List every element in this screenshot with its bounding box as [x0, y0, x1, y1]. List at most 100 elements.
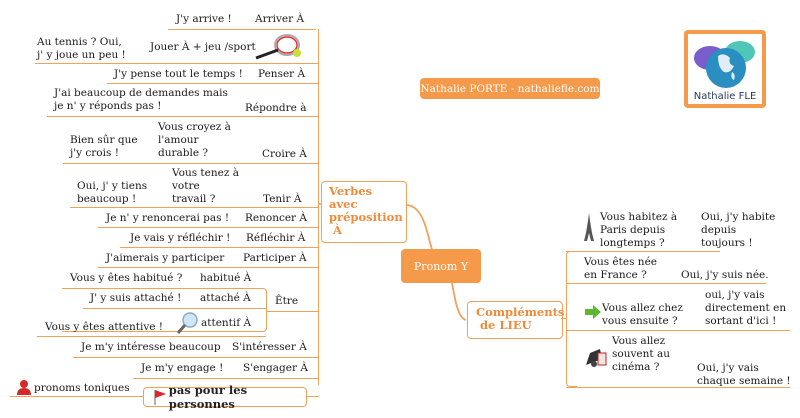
- line-penser: [107, 83, 318, 84]
- node-pas-pour-les-personnes[interactable]: pas pour les personnes: [143, 383, 307, 411]
- verb-jouer[interactable]: Jouer À + jeu /sport: [150, 41, 256, 53]
- cinema-camera-icon: [586, 349, 607, 367]
- verb-croire[interactable]: Croire À: [262, 148, 307, 160]
- question-cinema-3: cinéma ?: [612, 361, 660, 373]
- example-arriver: J'y arrive !: [176, 13, 232, 25]
- answer-paris-3: toujours !: [701, 237, 753, 249]
- eiffel-tower-icon: [584, 213, 594, 241]
- magnifier-icon: [176, 312, 198, 334]
- example-jouer-2: j' y joue un peu !: [37, 49, 126, 61]
- question-paris-3: longtemps ?: [600, 237, 665, 249]
- person-icon: [17, 380, 31, 395]
- verb-attache[interactable]: attaché À: [200, 292, 251, 304]
- example-jouer-1: Au tennis ? Oui,: [37, 36, 122, 48]
- green-arrow-icon: [585, 305, 601, 319]
- line-engager: [133, 378, 318, 379]
- verb-arriver[interactable]: Arriver À: [255, 13, 305, 25]
- example-attentif: Vous y êtes attentive !: [45, 321, 164, 333]
- lieu-bracket: [566, 251, 577, 387]
- question-cinema-1: Vous allez: [612, 335, 666, 347]
- verb-attentif[interactable]: attentif À: [201, 317, 252, 329]
- example-reflechir: Je vais y réfléchir !: [130, 232, 231, 244]
- author-credit[interactable]: Nathalie PORTE - nathaliefle.com: [420, 78, 600, 99]
- verb-repondre[interactable]: Répondre à: [245, 102, 307, 114]
- red-flag-icon: [154, 390, 166, 405]
- line-croire: [63, 163, 318, 164]
- line-tenir: [70, 207, 318, 208]
- example-repondre-2: je n' y réponds pas !: [54, 100, 162, 112]
- answer-paris-2: depuis: [701, 224, 737, 236]
- verb-reflechir[interactable]: Réfléchir À: [246, 232, 306, 244]
- branch-lieu-title: Compléments de LIEU: [476, 306, 564, 332]
- verb-interesser[interactable]: S'intéresser À: [232, 341, 307, 353]
- question-croire-3: durable ?: [158, 147, 209, 159]
- title-line: préposition: [329, 210, 403, 224]
- branch-lieu[interactable]: Compléments de LIEU: [467, 301, 564, 339]
- answer-chez-1: oui, j'y vais: [705, 289, 765, 301]
- tennis-racket-icon: [255, 34, 301, 60]
- question-tenir-1: Vous tenez à: [172, 167, 239, 179]
- branch-verbes[interactable]: Verbes avec préposition À: [321, 181, 407, 243]
- example-tenir-1: Oui, j' y tiens: [77, 180, 148, 192]
- title-line: de LIEU: [476, 318, 532, 332]
- verb-penser[interactable]: Penser À: [258, 68, 306, 80]
- title-line: Compléments: [476, 305, 565, 319]
- example-tenir-2: beaucoup !: [77, 193, 137, 205]
- line-interesser: [73, 357, 318, 358]
- answer-chez-2: directement en: [705, 302, 787, 314]
- example-pronoms-toniques: pronoms toniques: [34, 382, 130, 394]
- question-france-1: Vous êtes née: [584, 256, 657, 268]
- verbes-trunk-line: [318, 29, 319, 385]
- question-chez-1: Vous allez chez: [602, 302, 683, 314]
- line-pronoms-toniques: [10, 396, 143, 397]
- line-repondre: [47, 116, 318, 117]
- line-france: [566, 283, 766, 284]
- line-cinema: [566, 387, 790, 388]
- line-attache: [83, 308, 266, 309]
- verb-engager[interactable]: S'engager À: [243, 362, 308, 374]
- line-habitue: [62, 288, 262, 289]
- question-france-2: en France ?: [584, 269, 647, 281]
- verb-renoncer[interactable]: Renoncer À: [245, 212, 308, 224]
- title-line: À: [329, 223, 342, 237]
- question-paris-2: Paris depuis: [600, 224, 666, 236]
- globe-speech-bubbles-icon: [694, 41, 755, 88]
- connector-center-lieu: [451, 282, 467, 321]
- trunk-to-flag: [305, 396, 319, 397]
- verb-etre[interactable]: Être: [275, 295, 299, 307]
- example-croire-1: Bien sûr que: [70, 134, 138, 146]
- verb-participer[interactable]: Participer À: [243, 252, 307, 264]
- central-topic[interactable]: Pronom Y: [401, 249, 481, 283]
- line-etre: [266, 311, 318, 312]
- question-cinema-2: souvent au: [612, 348, 670, 360]
- example-penser: J'y pense tout le temps !: [114, 68, 243, 80]
- verb-tenir[interactable]: Tenir À: [263, 193, 302, 205]
- example-croire-2: j'y crois !: [70, 147, 119, 159]
- question-tenir-2: votre: [172, 180, 200, 192]
- logo-label: Nathalie FLE: [693, 91, 757, 102]
- answer-cinema-2: chaque semaine !: [697, 375, 791, 387]
- example-attache: J' y suis attaché !: [90, 292, 182, 304]
- title-line: Verbes: [329, 184, 373, 198]
- example-participer: J'aimerais y participer: [106, 252, 225, 264]
- question-croire-1: Vous croyez à: [158, 121, 231, 133]
- question-chez-2: vous ensuite ?: [602, 315, 678, 327]
- question-tenir-3: travail ?: [172, 193, 216, 205]
- node-label: pas pour les personnes: [168, 383, 248, 411]
- line-renoncer: [98, 227, 318, 228]
- question-croire-2: l'amour: [158, 134, 199, 146]
- answer-cinema-1: Oui, j'y vais: [697, 362, 759, 374]
- line-chez: [566, 330, 790, 331]
- answer-paris-1: Oui, j'y habite: [701, 211, 776, 223]
- answer-france: Oui, j'y suis née.: [681, 269, 769, 281]
- connector-center-verbes: [405, 204, 433, 250]
- verb-habitue[interactable]: habitué À: [200, 272, 252, 284]
- title-line: avec: [329, 197, 358, 211]
- branch-verbes-title: Verbes avec préposition À: [329, 185, 403, 237]
- example-habitue: Vous y êtes habitué ?: [70, 272, 183, 284]
- line-arriver: [168, 29, 316, 30]
- line-participer: [98, 267, 318, 268]
- example-renoncer: Je n' y renoncerai pas !: [106, 212, 230, 224]
- logo: Nathalie FLE: [684, 30, 766, 108]
- example-repondre-1: J'ai beaucoup de demandes mais: [54, 87, 228, 99]
